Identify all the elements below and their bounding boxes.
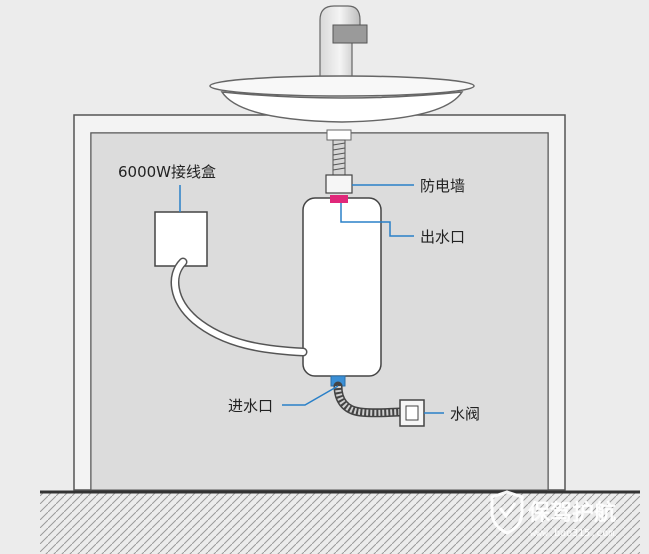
watermark-brand: 保驾护航 xyxy=(527,500,616,526)
watermark-url: www.bao315.com xyxy=(530,528,614,539)
basin-bowl xyxy=(220,91,464,123)
inlet-hose-braid xyxy=(335,385,403,416)
power-cable xyxy=(170,257,308,357)
label-water-outlet: 出水口 xyxy=(420,228,465,246)
label-junction-box: 6000W接线盒 xyxy=(118,163,216,181)
faucet xyxy=(317,5,368,83)
leader-water-outlet xyxy=(340,203,414,237)
anti-shock-wall-fitting xyxy=(325,174,353,194)
label-water-valve: 水阀 xyxy=(450,405,480,423)
junction-box xyxy=(154,211,208,267)
label-water-inlet: 进水口 xyxy=(228,397,273,415)
power-cable-fill xyxy=(172,259,306,355)
basin-drain-fitting xyxy=(326,129,352,141)
faucet-spout xyxy=(332,24,368,44)
watermark: 保驾护航 www.bao315.com xyxy=(490,490,616,539)
water-heater-body xyxy=(302,197,382,377)
water-valve-knob xyxy=(405,405,419,421)
label-anti-shock-wall: 防电墙 xyxy=(420,177,465,195)
floor xyxy=(40,490,640,554)
junction-box-body xyxy=(154,211,208,267)
shield-icon xyxy=(490,490,524,535)
leader-water-inlet xyxy=(282,385,339,406)
callout-lines xyxy=(179,184,444,414)
upper-pipe xyxy=(325,139,353,194)
outlet-marker xyxy=(330,195,348,203)
floor-hatch xyxy=(40,492,640,554)
basin-rim xyxy=(209,75,475,97)
inlet-hose xyxy=(330,375,425,427)
basin xyxy=(209,75,475,141)
